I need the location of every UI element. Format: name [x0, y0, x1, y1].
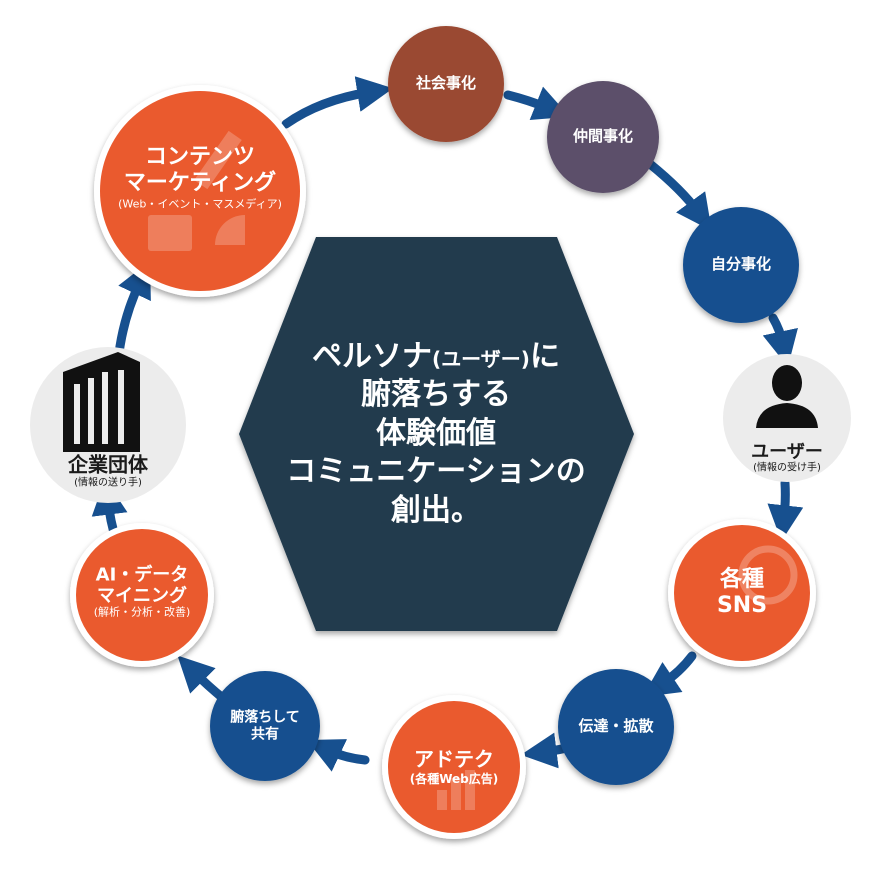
sns-line-1: 各種: [719, 567, 765, 593]
ai-data-label: AI・データ マイニング (解析・分析・改善): [94, 564, 191, 619]
sns-line-2: SNS: [716, 593, 768, 618]
fuochi-label: 腑落ちして 共有: [230, 709, 300, 742]
arrow-user-to-sns: [767, 478, 804, 542]
arrow-ai-to-kigyou: [91, 478, 128, 538]
arrow-fuochi-to-ai: [177, 655, 229, 704]
sns-label: 各種 SNS: [717, 567, 767, 619]
kigyou-sub: (情報の送り手): [74, 476, 142, 488]
kigyou-node: [30, 347, 186, 503]
dentatsu-node: [558, 669, 674, 785]
content-line-1: コンテンツ: [144, 144, 256, 170]
center-line-1: ペルソナ(ユーザー)に: [312, 339, 560, 375]
sns-node: [668, 519, 816, 667]
chart-watermark-icon: [148, 130, 245, 251]
kigyou-title: 企業団体: [68, 452, 148, 477]
center-hexagon: [239, 237, 634, 631]
center-line-5: 創出。: [391, 492, 481, 528]
arrow-jibun-to-user: [762, 313, 798, 367]
fuochi-line-2: 共有: [251, 726, 279, 742]
adtech-node: [382, 695, 526, 839]
center-line-3: 体験価値: [376, 415, 496, 451]
jibun-node: [683, 207, 799, 323]
share-watermark-icon: [738, 545, 798, 605]
ai-line-2: マイニング: [97, 585, 187, 607]
content-marketing-node: [94, 85, 306, 297]
center-line-2: 腑落ちする: [361, 377, 511, 413]
arrow-content-to-shakai: [281, 76, 394, 129]
dentatsu-label: 伝達・拡散: [578, 717, 654, 736]
adtech-sub: (各種Web広告): [409, 771, 499, 786]
bar-chart-watermark-icon: [437, 770, 475, 810]
content-line-2: マーケティング: [123, 170, 277, 196]
arrow-adtech-to-fuochi: [306, 739, 370, 772]
nakama-node: [547, 81, 659, 193]
nakama-label: 仲間事化: [572, 127, 634, 146]
jibun-label: 自分事化: [710, 255, 772, 274]
user-label: ユーザー (情報の受け手): [751, 441, 823, 474]
content-sub: (Web・イベント・マスメディア): [118, 197, 282, 211]
shakai-node: [388, 26, 504, 142]
user-node: [723, 354, 851, 482]
fuochi-line-1: 腑落ちして: [230, 709, 300, 726]
ai-data-node: [70, 523, 214, 667]
arrow-nakama-to-jibun: [645, 159, 712, 231]
fuochi-node: [210, 671, 320, 781]
adtech-label: アドテク (各種Web広告): [410, 748, 499, 786]
arrow-shakai-to-nakama: [503, 86, 570, 121]
user-sub: (情報の受け手): [753, 462, 821, 474]
person-silhouette-icon: [756, 365, 818, 428]
ai-line-1: AI・データ: [95, 564, 189, 586]
building-icon: [63, 352, 140, 452]
user-title: ユーザー: [751, 441, 823, 463]
kigyou-label: 企業団体 (情報の送り手): [68, 453, 148, 488]
adtech-title: アドテク: [413, 747, 494, 772]
shakai-label: 社会事化: [415, 74, 477, 93]
center-message: ペルソナ(ユーザー)に 腑落ちする 体験価値 コミュニケーションの 創出。: [286, 338, 585, 530]
ai-sub: (解析・分析・改善): [93, 605, 191, 619]
content-marketing-label: コンテンツ マーケティング (Web・イベント・マスメディア): [118, 145, 282, 212]
center-line-4: コミュニケーションの: [286, 454, 586, 490]
arrow-sns-to-dentatsu: [642, 651, 697, 697]
